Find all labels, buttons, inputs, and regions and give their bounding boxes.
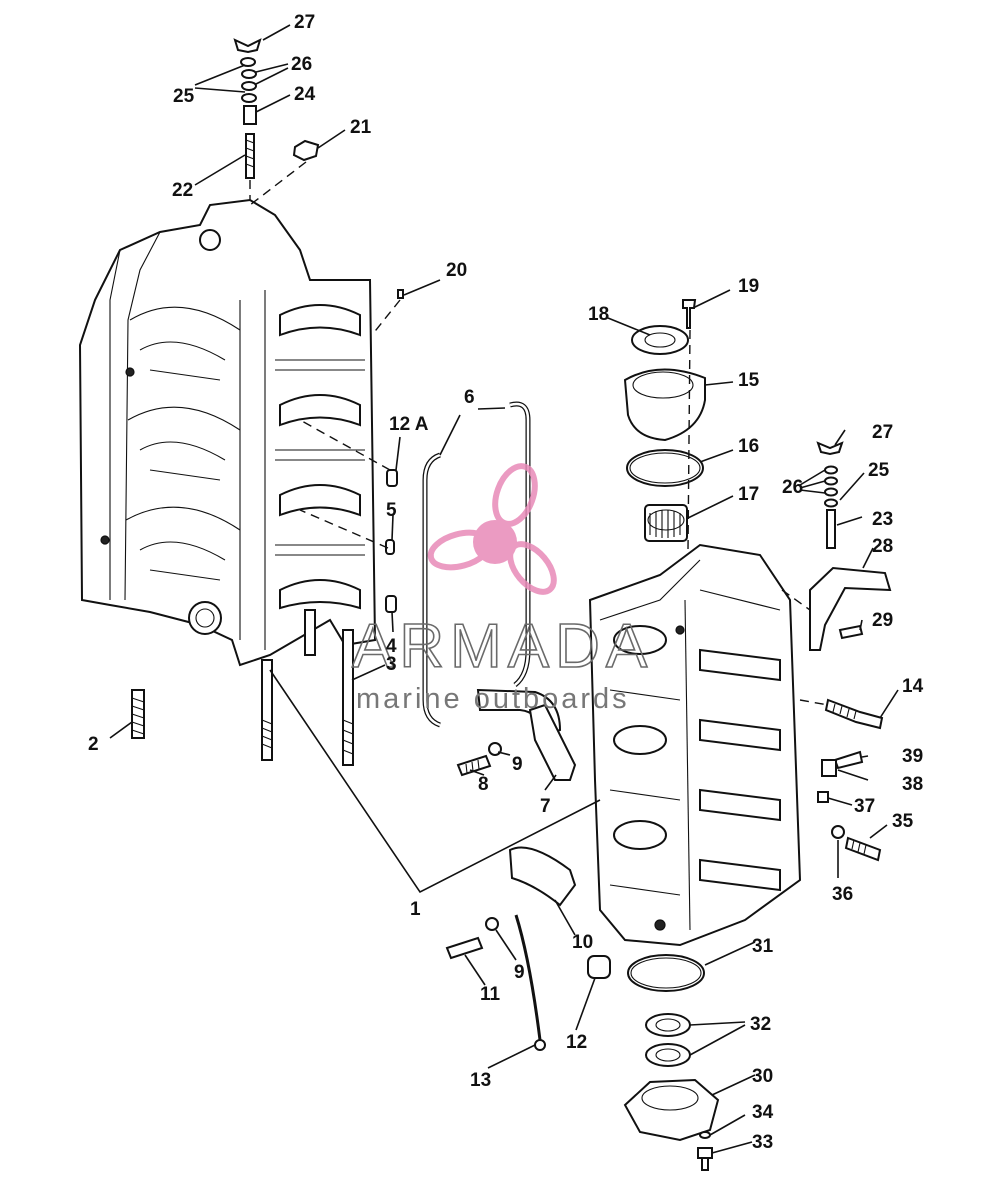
callout-label-14: 14 (902, 676, 924, 697)
callout-label-12A: 12 A (389, 414, 429, 435)
callout-label-23: 23 (872, 509, 893, 530)
callout-label-27b: 27 (872, 422, 893, 443)
upper-end-cap (623, 299, 706, 551)
callout-label-27: 27 (294, 12, 315, 33)
callout-label-37: 37 (854, 796, 875, 817)
propeller-logo-icon (427, 463, 557, 595)
callout-label-7: 7 (540, 796, 551, 817)
callout-label-22: 22 (172, 180, 193, 201)
callout-label-30: 30 (752, 1066, 773, 1087)
armada-watermark: ARMADA marine outboards (351, 463, 653, 715)
callout-label-31: 31 (752, 936, 774, 957)
callout-label-32: 32 (750, 1014, 771, 1035)
callout-label-38: 38 (902, 774, 923, 795)
callout-label-3: 3 (386, 654, 397, 675)
callout-label-33: 33 (752, 1132, 773, 1153)
callout-label-10: 10 (572, 932, 593, 953)
callout-label-12: 12 (566, 1032, 587, 1053)
callout-label-11: 11 (480, 984, 501, 1005)
callout-label-21: 21 (350, 117, 372, 138)
lower-end-cap (623, 954, 720, 1171)
callout-label-29: 29 (872, 610, 893, 631)
watermark-tagline: marine outboards (356, 683, 630, 715)
callout-label-26: 26 (291, 54, 312, 75)
callout-label-36: 36 (832, 884, 853, 905)
leader-lines (109, 24, 899, 1154)
callout-label-13: 13 (470, 1070, 491, 1091)
callout-label-20: 20 (446, 260, 467, 281)
callout-label-28: 28 (872, 536, 893, 557)
cylinder-block (78, 198, 377, 667)
callout-label-9b: 9 (514, 962, 525, 983)
callout-label-25: 25 (173, 86, 195, 107)
callout-label-39: 39 (902, 746, 923, 767)
side-hardware (781, 441, 892, 862)
callout-label-34: 34 (752, 1102, 774, 1123)
callout-label-17: 17 (738, 484, 759, 505)
callout-label-19: 19 (738, 276, 759, 297)
callout-label-25b: 25 (868, 460, 890, 481)
callout-label-8: 8 (478, 774, 489, 795)
callout-label-4: 4 (386, 636, 397, 657)
watermark-brand: ARMADA (352, 612, 653, 681)
callout-label-5: 5 (386, 500, 397, 521)
crankcase-cover (588, 543, 802, 947)
callout-label-18: 18 (588, 304, 609, 325)
callout-label-9: 9 (512, 754, 523, 775)
callout-label-1: 1 (410, 899, 421, 920)
callout-label-15: 15 (738, 370, 760, 391)
callout-label-6: 6 (464, 387, 475, 408)
bearing-clamps (445, 688, 611, 1051)
callout-label-26b: 26 (782, 477, 803, 498)
callout-label-35: 35 (892, 811, 914, 832)
studs (131, 609, 354, 766)
bypass-tube (422, 401, 531, 728)
callout-label-24: 24 (294, 84, 316, 105)
callout-label-16: 16 (738, 436, 759, 457)
callout-label-2: 2 (88, 734, 99, 755)
top-stud-assembly (233, 38, 320, 206)
dowels (299, 289, 404, 613)
